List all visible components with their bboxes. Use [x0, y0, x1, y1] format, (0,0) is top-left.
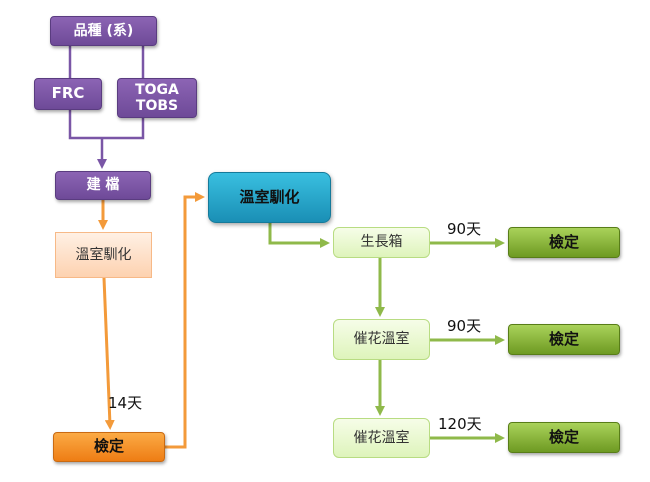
node-frc-label: FRC — [51, 84, 85, 103]
node-tobs-label: TOBS — [135, 98, 179, 114]
node-forcing-greenhouse-1: 催花溫室 — [333, 319, 430, 360]
node-test-green-1: 檢定 — [508, 227, 620, 258]
arrow-to-acclimation-2 — [165, 192, 205, 449]
node-forcing-greenhouse-2-label: 催花溫室 — [353, 429, 410, 446]
node-test-green-2: 檢定 — [508, 324, 620, 355]
node-acclimation-2-label: 溫室馴化 — [239, 187, 300, 206]
node-growth-chamber: 生長箱 — [333, 227, 430, 258]
node-test-green-1-label: 檢定 — [548, 232, 579, 251]
arrow-to-test-orange — [102, 277, 115, 430]
label-90-days-a: 90天 — [447, 220, 482, 238]
node-test-green-3: 檢定 — [508, 422, 620, 453]
node-acclimation-2: 溫室馴化 — [208, 172, 331, 223]
node-test-green-2-label: 檢定 — [548, 329, 579, 348]
label-120-days: 120天 — [438, 415, 482, 433]
label-14-days: 14天 — [108, 394, 143, 412]
node-frc: FRC — [34, 78, 102, 110]
node-forcing-greenhouse-1-label: 催花溫室 — [353, 331, 410, 348]
label-90-days-b: 90天 — [447, 317, 482, 335]
green-connectors — [268, 223, 505, 443]
node-growth-chamber-label: 生長箱 — [360, 234, 403, 251]
node-toga-tobs: TOGA TOBS — [117, 78, 197, 118]
node-acclimation-1-label: 溫室馴化 — [75, 246, 132, 263]
node-test-orange-label: 檢定 — [93, 437, 124, 456]
node-variety-label: 品種 (系) — [73, 22, 134, 39]
purple-connectors — [68, 45, 145, 169]
node-acclimation-1: 溫室馴化 — [55, 232, 152, 278]
line-merge — [68, 110, 145, 140]
node-toga-label: TOGA — [135, 81, 179, 98]
orange-connectors — [98, 192, 205, 449]
node-variety: 品種 (系) — [50, 16, 157, 46]
node-test-orange: 檢定 — [53, 432, 165, 462]
node-build-file-label: 建 檔 — [86, 177, 120, 194]
node-build-file: 建 檔 — [55, 171, 151, 200]
node-forcing-greenhouse-2: 催花溫室 — [333, 418, 430, 458]
arrow-to-growth-chamber — [268, 223, 330, 248]
node-test-green-3-label: 檢定 — [548, 427, 579, 446]
